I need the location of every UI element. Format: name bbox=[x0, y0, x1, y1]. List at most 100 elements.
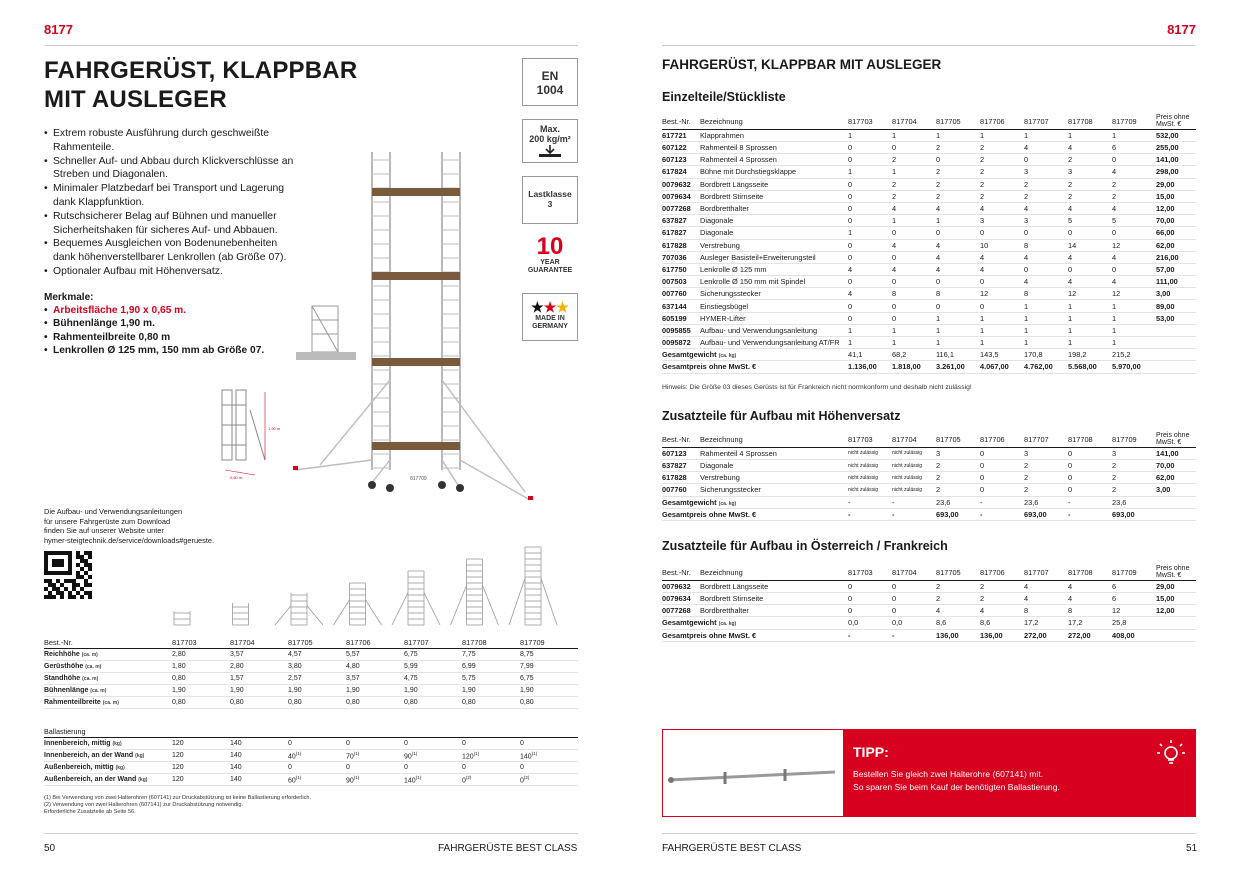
lastklasse-badge: Lastklasse 3 bbox=[522, 176, 578, 224]
part-price: 70,00 bbox=[1156, 459, 1196, 473]
spec-value: 1,80 bbox=[172, 660, 230, 673]
part-qty: 4 bbox=[892, 263, 936, 277]
ballast-value: 0 bbox=[462, 761, 520, 775]
part-qty: 0 bbox=[1068, 459, 1112, 473]
part-price: 3,00 bbox=[1156, 483, 1196, 497]
spec-value: 1,90 bbox=[462, 684, 520, 697]
price-value: 3.261,00 bbox=[936, 360, 980, 374]
part-qty: 0 bbox=[892, 312, 936, 325]
parts-header-cell: 817707 bbox=[1024, 565, 1068, 581]
spec-header-cell: Best.-Nr. bbox=[44, 632, 172, 649]
weight-value: 143,5 bbox=[980, 348, 1024, 362]
part-name: Rahmenteil 8 Sprossen bbox=[700, 141, 848, 155]
part-qty: 0 bbox=[848, 153, 892, 167]
spec-value: 6,75 bbox=[404, 648, 462, 661]
part-name: HYMER-Lifter bbox=[700, 312, 848, 325]
qr-code-icon[interactable] bbox=[44, 551, 92, 599]
part-qty: 0 bbox=[980, 275, 1024, 289]
part-number: 617828 bbox=[662, 471, 700, 485]
part-qty: 4 bbox=[1112, 251, 1156, 264]
part-qty: 4 bbox=[892, 202, 936, 216]
ballast-footnote-ref: (1) bbox=[353, 750, 360, 756]
price-value: 272,00 bbox=[1068, 629, 1112, 642]
part-qty: 1 bbox=[848, 336, 892, 350]
part-qty: 1 bbox=[1112, 324, 1156, 338]
part-qty: 4 bbox=[1112, 202, 1156, 216]
parts-header-cell: Best.-Nr. bbox=[662, 565, 700, 581]
part-qty: 0 bbox=[892, 592, 936, 606]
part-qty: 1 bbox=[892, 324, 936, 338]
lightbulb-icon bbox=[1157, 740, 1185, 764]
tip-panel: TIPP: Bestellen Sie gleich zwei Halteroh… bbox=[843, 730, 1196, 816]
part-name: Verstrebung bbox=[700, 471, 848, 485]
part-qty: 0 bbox=[1024, 153, 1068, 167]
part-qty: 4 bbox=[936, 251, 980, 264]
parts-header-cell: 817703 bbox=[848, 114, 892, 130]
part-qty: 6 bbox=[1112, 141, 1156, 155]
spec-value: 1,90 bbox=[520, 684, 578, 697]
part-qty: 2 bbox=[1112, 178, 1156, 191]
ballast-footnote-ref: (1) bbox=[531, 750, 538, 756]
part-qty: 0 bbox=[892, 251, 936, 264]
part-qty: 1 bbox=[936, 336, 980, 350]
part-name: Diagonale bbox=[700, 226, 848, 240]
guarantee-line1: YEAR bbox=[540, 259, 560, 266]
weight-value: 23,6 bbox=[1024, 496, 1068, 509]
ballast-value: 0(2) bbox=[462, 773, 520, 787]
weight-label: Gesamtgewicht (ca. kg) bbox=[662, 348, 848, 362]
part-qty: 4 bbox=[1068, 141, 1112, 155]
parts-header-cell: 817709 bbox=[1112, 432, 1156, 448]
left-footer-title: FAHRGERÜSTE BEST CLASS bbox=[438, 843, 578, 854]
price-empty bbox=[1156, 360, 1196, 374]
part-number: 637144 bbox=[662, 299, 700, 313]
part-qty: 2 bbox=[980, 592, 1024, 606]
part-qty: 0 bbox=[980, 226, 1024, 240]
part-qty: 3 bbox=[980, 214, 1024, 228]
part-qty: 12 bbox=[1068, 287, 1112, 301]
feature-item: Schneller Auf- und Abbau durch Klickvers… bbox=[44, 155, 294, 183]
part-qty: 1 bbox=[1112, 336, 1156, 350]
part-qty: 0 bbox=[848, 141, 892, 155]
part-qty: 0 bbox=[892, 580, 936, 594]
folded-scaffold-drawing: 1,90 m 0,80 m bbox=[221, 389, 281, 480]
part-qty: 1 bbox=[892, 214, 936, 228]
part-qty: 0 bbox=[1024, 263, 1068, 277]
spec-value: 1,90 bbox=[346, 684, 404, 697]
weight-empty bbox=[1156, 348, 1196, 362]
price-value: 4.067,00 bbox=[980, 360, 1024, 374]
price-value: 5.970,00 bbox=[1112, 360, 1156, 374]
part-qty: 1 bbox=[1068, 129, 1112, 143]
left-footer-rule bbox=[44, 833, 578, 834]
part-qty: 0 bbox=[848, 275, 892, 289]
ballast-footnote-ref: (1) bbox=[411, 750, 418, 756]
spec-header-cell: 817703 bbox=[172, 632, 230, 649]
part-qty: 8 bbox=[1024, 604, 1068, 618]
part-qty: 2 bbox=[892, 153, 936, 167]
left-footer-page: 50 bbox=[44, 843, 56, 854]
spec-header-cell: 817705 bbox=[288, 632, 346, 649]
part-qty: 0 bbox=[848, 312, 892, 325]
part-qty: 12 bbox=[1112, 604, 1156, 618]
tip-line2: So sparen Sie beim Kauf der benötigten B… bbox=[853, 782, 1060, 792]
ballast-value: 70(1) bbox=[346, 749, 404, 763]
spec-label: Gerüsthöhe (ca. m) bbox=[44, 660, 172, 673]
part-qty: 0 bbox=[892, 275, 936, 289]
spec-value: 7,99 bbox=[520, 660, 578, 673]
part-qty: 0 bbox=[892, 299, 936, 313]
part-number: 617828 bbox=[662, 239, 700, 252]
part-qty: 3 bbox=[1024, 447, 1068, 461]
size-icon-817708 bbox=[450, 558, 499, 626]
part-number: 607123 bbox=[662, 447, 700, 461]
part-price: 66,00 bbox=[1156, 226, 1196, 240]
parts-header-cell: 817706 bbox=[980, 565, 1024, 581]
weight-value: 0,0 bbox=[892, 616, 936, 630]
part-qty: 4 bbox=[1024, 592, 1068, 606]
feature-item: Rutschsicherer Belag auf Bühnen und manu… bbox=[44, 210, 294, 238]
part-price: 29,00 bbox=[1156, 580, 1196, 594]
